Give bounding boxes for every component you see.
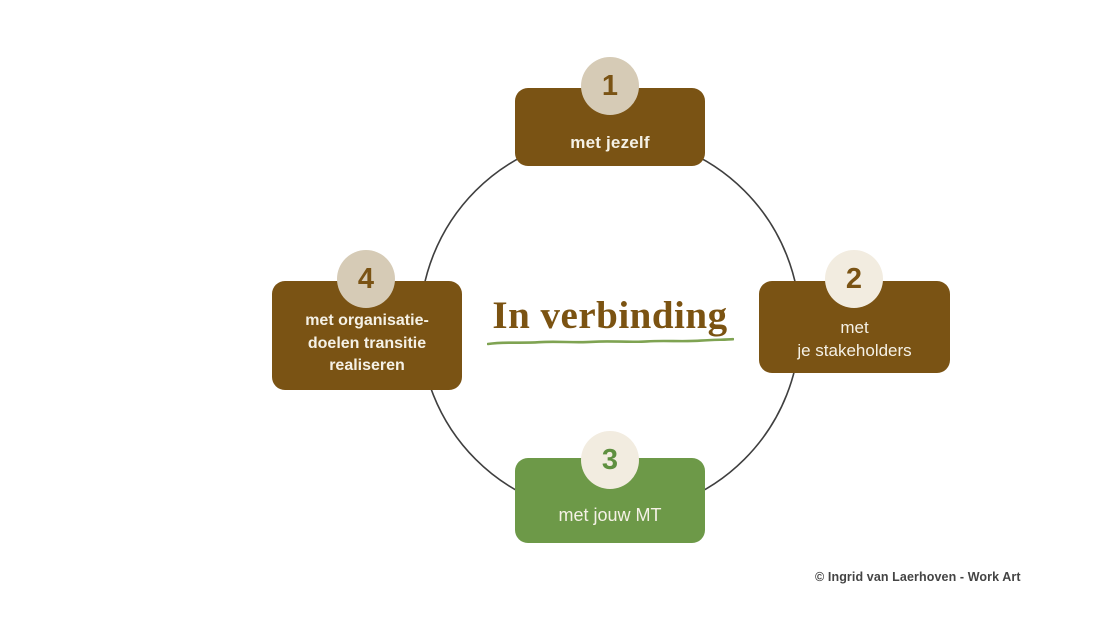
node-label-2: met je stakeholders [759, 317, 950, 363]
node-number-2: 2 [845, 262, 863, 295]
node-badge-4: 4 [337, 250, 395, 308]
title-underline [487, 337, 734, 346]
copyright-notice: © Ingrid van Laerhoven - Work Art [815, 570, 1021, 584]
node-number-1: 1 [601, 69, 619, 102]
node-label-4: met organisatie- doelen transitie realis… [272, 310, 462, 378]
node-box-2[interactable]: met je stakeholders [759, 281, 950, 373]
node-number-4: 4 [357, 262, 375, 295]
node-label-4-line-2: doelen transitie [307, 334, 427, 352]
page-title: In verbinding [492, 294, 728, 337]
node-label-4-line-3: realiseren [329, 357, 405, 375]
node-number-3: 3 [601, 443, 619, 476]
node-label-3: met jouw MT [558, 505, 662, 525]
node-badge-3: 3 [581, 431, 639, 489]
node-badge-2: 2 [825, 250, 883, 308]
node-label-2-line-1: met [840, 318, 869, 338]
node-label-1: met jezelf [570, 133, 650, 152]
node-badge-1: 1 [581, 57, 639, 115]
node-label-2-line-2: je stakeholders [797, 341, 912, 361]
node-label-4-line-1: met organisatie- [305, 311, 429, 329]
